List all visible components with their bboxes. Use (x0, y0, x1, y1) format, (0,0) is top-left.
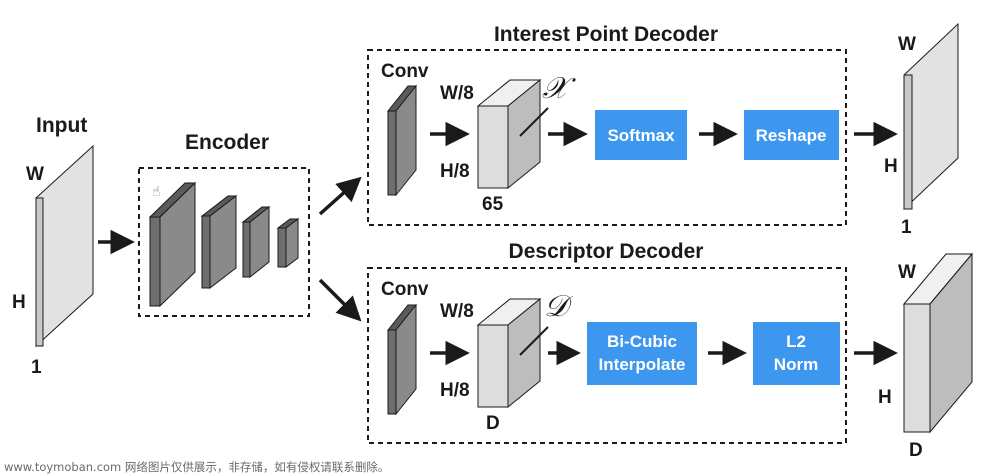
descriptor-output-width-label: W (898, 262, 916, 283)
interest-conv-label: Conv (381, 61, 429, 82)
input-depth-label: 1 (31, 357, 42, 378)
input-height-label: H (12, 292, 26, 313)
input-title: Input (36, 114, 87, 137)
reshape-label: Reshape (756, 126, 827, 145)
encoder-group: Encoder ☝ (138, 131, 310, 317)
encoder-layer-1 (159, 181, 196, 308)
interest-h8-label: H/8 (440, 161, 470, 182)
encoder-title: Encoder (185, 131, 269, 154)
interest-tensor-front (477, 105, 509, 189)
interest-output-width-label: W (898, 34, 916, 55)
descriptor-tensor-front (477, 324, 509, 408)
softmax-label: Softmax (607, 126, 675, 145)
cursor-icon: ☝ (152, 183, 161, 199)
softmax-block (595, 110, 687, 160)
input-tensor-front (35, 144, 94, 348)
input-width-label: W (26, 164, 44, 185)
l2-label-line2: Norm (774, 355, 818, 374)
interest-decoder-title: Interest Point Decoder (494, 23, 718, 46)
descriptor-decoder-group: Descriptor Decoder Conv W/8 H/8 𝒟 D Bi-C… (367, 240, 847, 444)
bicubic-label-line1: Bi-Cubic (607, 332, 677, 351)
descriptor-w8-label: W/8 (440, 301, 474, 322)
interest-w8-label: W/8 (440, 83, 474, 104)
interest-decoder-box (367, 49, 847, 226)
descriptor-conv-label: Conv (381, 279, 429, 300)
input-tensor-edge (35, 197, 44, 347)
descriptor-output-front (903, 303, 931, 433)
interest-channels-label: 65 (482, 194, 504, 215)
descriptor-h8-label: H/8 (440, 380, 470, 401)
bicubic-label-line2: Interpolate (599, 355, 686, 374)
interest-output-height-label: H (884, 156, 898, 177)
descriptor-output-height-label: H (878, 387, 892, 408)
l2-norm-block (753, 322, 840, 385)
descriptor-tensor-symbol: 𝒟 (544, 289, 573, 324)
watermark: www.toymoban.com 网络图片仅供展示，非存储，如有侵权请联系删除。 (4, 460, 389, 474)
input-group: Input W H 1 (12, 114, 94, 378)
descriptor-channels-label: D (486, 413, 500, 434)
interest-decoder-group: Interest Point Decoder Conv W/8 H/8 𝒳 65… (367, 23, 847, 226)
arrow-encoder-interest (318, 176, 362, 216)
arrow-encoder-descriptor (318, 278, 362, 322)
interest-output-depth-label: 1 (901, 217, 912, 238)
interest-output-group: W H 1 (884, 22, 959, 238)
descriptor-tensor-pointer (519, 326, 549, 356)
descriptor-output-group: W H D (878, 252, 974, 461)
encoder-box (138, 167, 310, 317)
encoder-layer-4 (285, 218, 299, 268)
l2-label-line1: L2 (786, 332, 806, 351)
interest-tensor-symbol: 𝒳 (542, 71, 576, 106)
descriptor-decoder-box (367, 267, 847, 444)
reshape-block (744, 110, 839, 160)
descriptor-output-depth-label: D (909, 440, 923, 461)
descriptor-decoder-title: Descriptor Decoder (509, 240, 704, 263)
interest-tensor-pointer (519, 107, 549, 137)
bicubic-block (587, 322, 697, 385)
